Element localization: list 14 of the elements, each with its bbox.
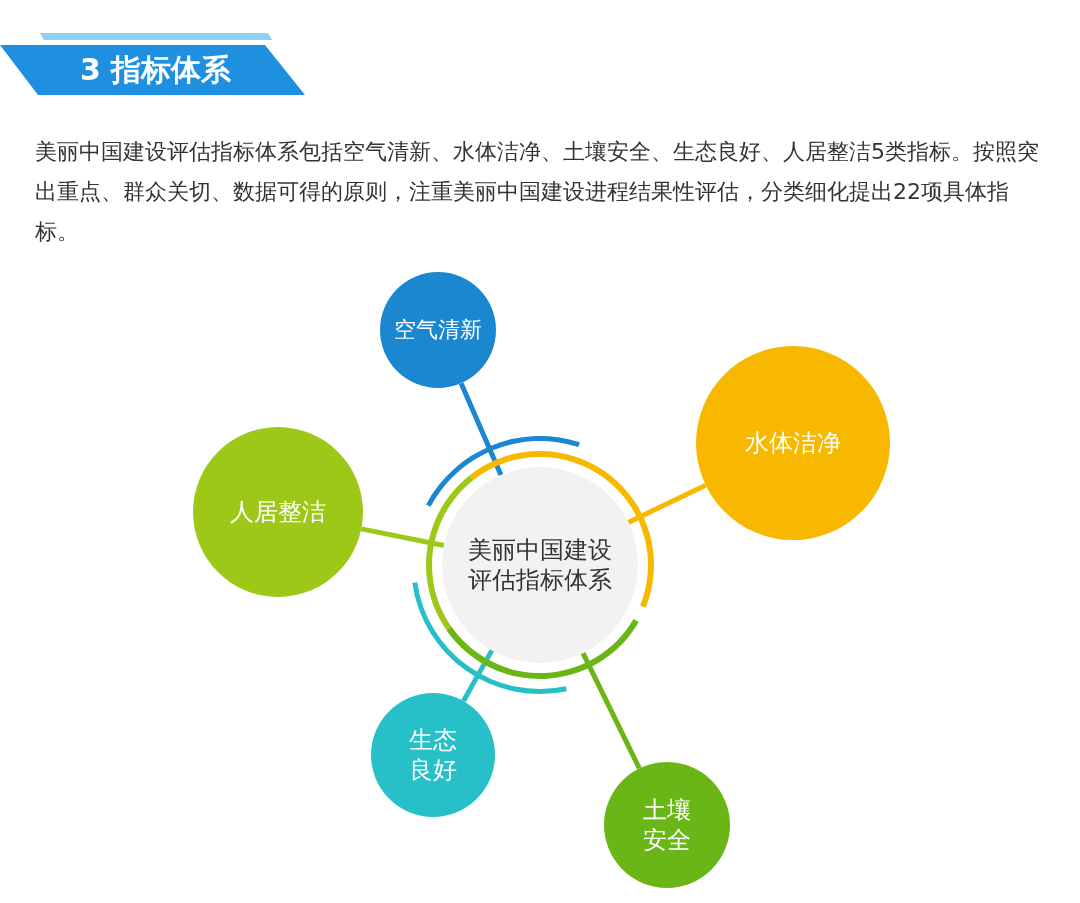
- node-label: 美丽中国建设评估指标体系: [467, 535, 613, 595]
- connector-line: [360, 526, 445, 548]
- connector-line: [461, 649, 495, 703]
- intro-paragraph: 美丽中国建设评估指标体系包括空气清新、水体洁净、土壤安全、生态良好、人居整洁5类指标。按照突出重点、群众关切、数据可得的原则，注重美丽中国建设进程结果性评估，分类细化提出22项具体指标。: [35, 138, 1040, 246]
- node-label: 人居整洁: [229, 497, 327, 527]
- node-label: 空气清新: [393, 316, 483, 344]
- connector-line: [627, 482, 707, 525]
- connector-line: [580, 651, 642, 770]
- node-label: 水体洁净: [744, 428, 842, 458]
- node-label: 土壤安全: [642, 795, 692, 855]
- center-circle: [442, 467, 638, 663]
- connector-line: [458, 382, 504, 477]
- node-label: 生态良好: [408, 725, 458, 785]
- section-title: 3 指标体系: [80, 51, 232, 89]
